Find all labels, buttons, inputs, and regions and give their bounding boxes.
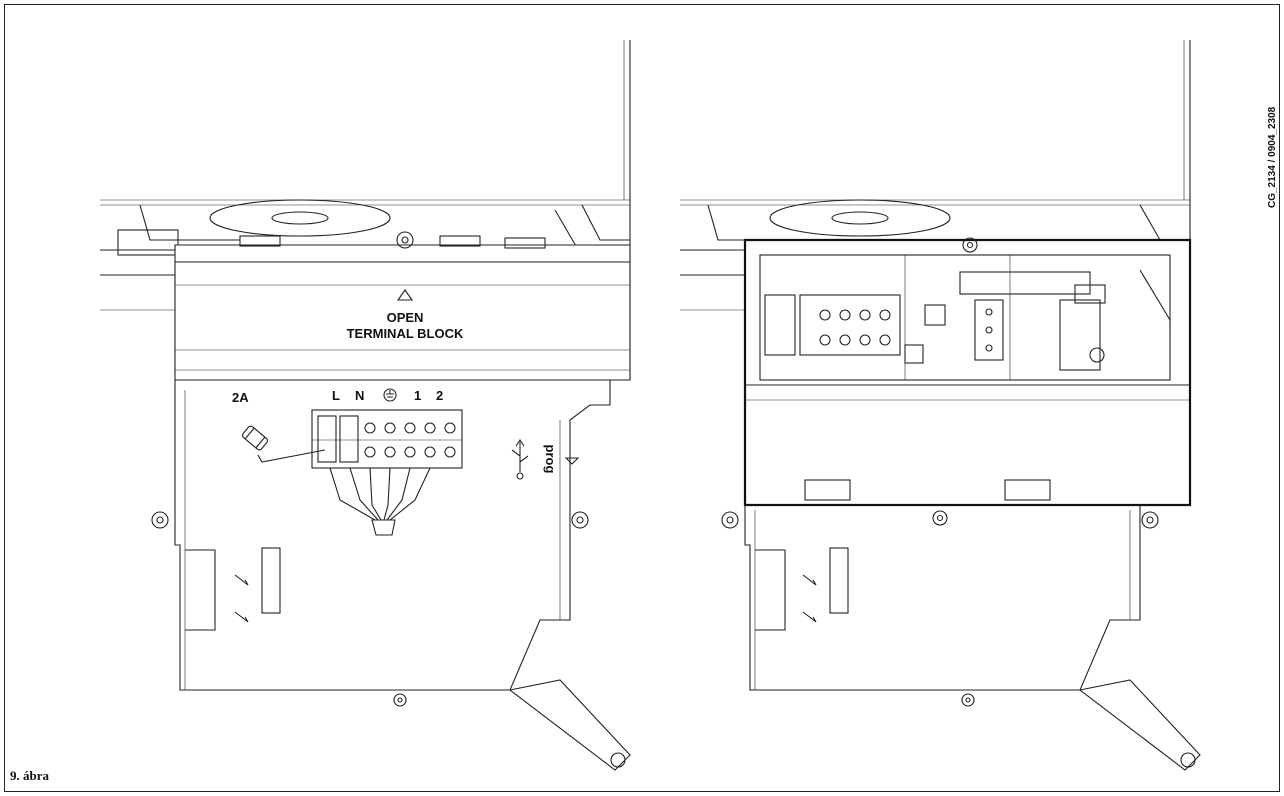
lid-text-open: OPEN [387,310,424,325]
lid-text-terminal-block: TERMINAL BLOCK [347,326,464,341]
terminal-label-2: 2 [436,388,443,403]
terminal-label-l: L [332,388,340,403]
right-control-box-open [743,237,1192,507]
figure-frame [4,4,1280,792]
terminal-label-1: 1 [414,388,421,403]
earth-icon [383,388,397,402]
right-unit [680,40,1201,771]
left-control-box [151,231,631,771]
left-unit: OPEN TERMINAL BLOCK 2A L N 1 2 [100,40,631,771]
figure-code: CG_2134 / 0904_2308 [1267,106,1278,208]
fuse-label: 2A [232,390,249,405]
prog-label: prog [543,445,558,474]
left-boiler-frame [100,40,631,380]
usb-icon [511,439,529,480]
right-boiler-frame [680,40,1191,380]
terminal-block [311,409,463,469]
open-arrow-icon [396,289,414,301]
figure-code-vertical: CG_2134 / 0904_2308 [1267,106,1278,208]
terminal-label-n: N [355,388,364,403]
figure-caption: 9. ábra [10,768,49,783]
right-lower-body [721,505,1201,771]
prog-arrow-icon [564,457,580,465]
fuse-icon [241,425,269,451]
